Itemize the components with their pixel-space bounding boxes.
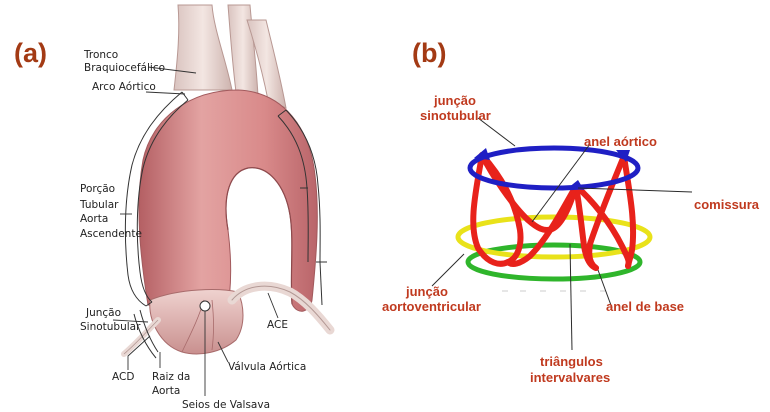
panel-a-letter: (a) <box>14 38 47 68</box>
label-raiz-line2: Aorta <box>152 385 180 397</box>
label-comissura: comissura <box>694 197 760 212</box>
valve-marker <box>200 301 210 311</box>
label-juncao-line2: Sinotubular <box>80 321 141 333</box>
panel-b: (b) <box>382 38 760 385</box>
label-triangulos-line1: triângulos <box>540 354 603 369</box>
label-acd: ACD <box>112 371 134 383</box>
label-porcao-line2: Tubular <box>79 199 119 211</box>
label-juncao-sinotubular-line1: junção <box>433 93 476 108</box>
label-tronco-line2: Braquiocefálico <box>84 62 165 74</box>
label-ace: ACE <box>267 319 288 331</box>
label-juncao-line1: Junção <box>85 307 121 319</box>
label-juncao-sinotubular-line2: sinotubular <box>420 108 491 123</box>
label-triangulos-line2: intervalvares <box>530 370 610 385</box>
aorta-body <box>139 90 317 318</box>
label-tronco-line1: Tronco <box>83 49 118 61</box>
label-porcao-line1: Porção <box>80 183 115 195</box>
label-raiz-line1: Raiz da <box>152 371 190 383</box>
panel-a: (a) <box>14 5 330 411</box>
label-juncao-aortoventricular-line1: junção <box>405 284 448 299</box>
label-anel-aortico: anel aórtico <box>584 134 657 149</box>
label-porcao-line4: Ascendente <box>80 228 142 240</box>
label-juncao-aortoventricular-line2: aortoventricular <box>382 299 481 314</box>
label-seios: Seios de Valsava <box>182 399 270 411</box>
panel-b-letter: (b) <box>412 38 446 68</box>
label-anel-de-base: anel de base <box>606 299 684 314</box>
label-valvula: Válvula Aórtica <box>228 361 306 373</box>
label-porcao-line3: Aorta <box>80 213 108 225</box>
leader-lines-b <box>432 118 692 350</box>
label-arco-aortico: Arco Aórtico <box>92 81 156 93</box>
